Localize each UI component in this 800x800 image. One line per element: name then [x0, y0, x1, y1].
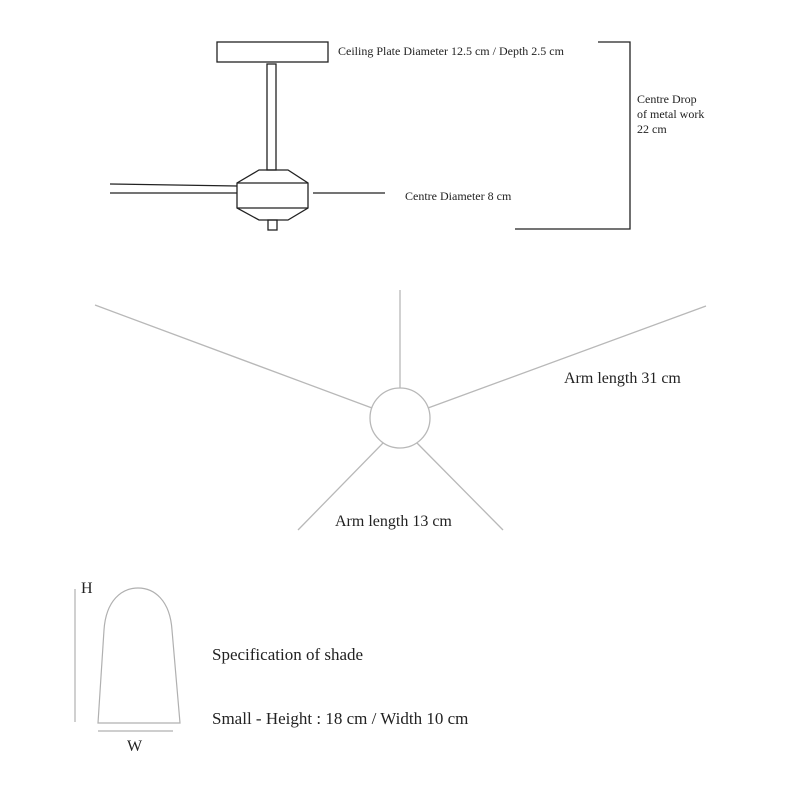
hub-stem	[267, 219, 278, 231]
arm-upper-left	[94, 304, 373, 409]
shade-size-label: Small - Height : 18 cm / Width 10 cm	[212, 709, 469, 728]
centre-drop-label: Centre Drop of metal work 22 cm	[637, 92, 704, 137]
centre-drop-line-2: of metal work	[637, 107, 705, 121]
centre-drop-line-1: Centre Drop	[637, 92, 697, 106]
arm-long-label: Arm length 31 cm	[564, 370, 681, 387]
centre-drop-line-3: 22 cm	[637, 122, 667, 136]
arm-upper-right	[427, 305, 707, 409]
shade-drawing	[74, 587, 181, 732]
ceiling-plate	[216, 41, 329, 63]
width-marker: W	[127, 738, 143, 755]
arm-side-1	[109, 183, 238, 187]
height-marker: H	[81, 580, 93, 597]
centre-hub	[236, 169, 309, 221]
top-view	[94, 290, 707, 531]
shade-outline	[97, 587, 181, 724]
shade-title: Specification of shade	[212, 645, 364, 664]
drop-rod	[266, 63, 277, 171]
arm-lower-right	[416, 442, 504, 531]
side-view	[109, 41, 631, 231]
centre-drop-bracket	[515, 41, 631, 230]
arm-lower-left	[297, 442, 384, 531]
arm-short-label: Arm length 13 cm	[335, 513, 452, 530]
hub-circle	[369, 387, 431, 449]
ceiling-plate-label: Ceiling Plate Diameter 12.5 cm / Depth 2…	[338, 44, 564, 58]
centre-diameter-label: Centre Diameter 8 cm	[405, 189, 512, 203]
